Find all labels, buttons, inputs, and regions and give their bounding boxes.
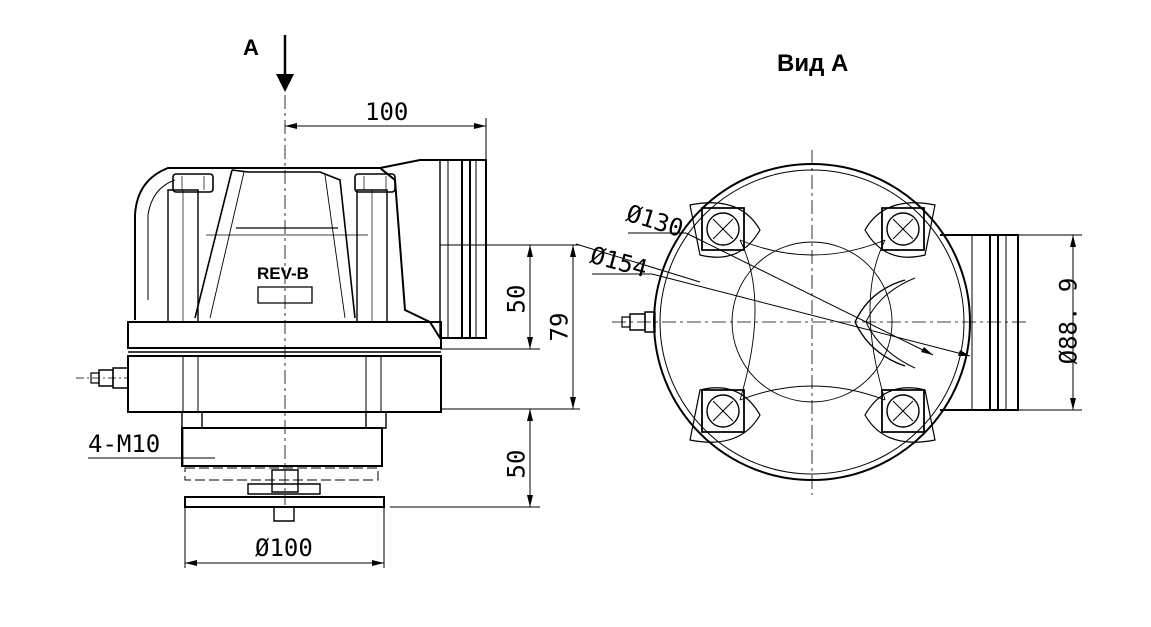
- view-title: Вид А: [777, 50, 849, 77]
- upper-housing: [130, 160, 486, 338]
- dim-top-width: 100: [365, 98, 409, 126]
- view-arrow-label: A: [243, 35, 259, 60]
- dim-outlet-diameter: Ø88. 9: [1054, 277, 1083, 365]
- dim-right-50: 50: [502, 284, 531, 314]
- dim-bolts: 4-M10: [88, 430, 161, 458]
- dim-bottom-50: 50: [502, 449, 531, 479]
- view-arrow-a: [276, 35, 294, 92]
- dim-base-diameter: Ø100: [255, 534, 313, 562]
- dimension-d100: [185, 505, 384, 568]
- side-fitting: [622, 312, 655, 332]
- bolt-heads: [702, 208, 924, 432]
- dimension-d88-9: [1018, 235, 1082, 410]
- outlet-pipe: [940, 235, 1018, 410]
- dim-right-79: 79: [545, 312, 574, 342]
- dimension-diameter-leaders: [576, 233, 970, 356]
- top-view: [576, 150, 1082, 495]
- product-marking: REV-B: [257, 264, 309, 283]
- dimension-4m10-leader: [88, 428, 215, 466]
- lower-body: [182, 412, 386, 521]
- dimension-100: [285, 118, 486, 165]
- dimension-right: [390, 245, 580, 507]
- middle-flange: [76, 322, 441, 412]
- side-view: [76, 35, 580, 568]
